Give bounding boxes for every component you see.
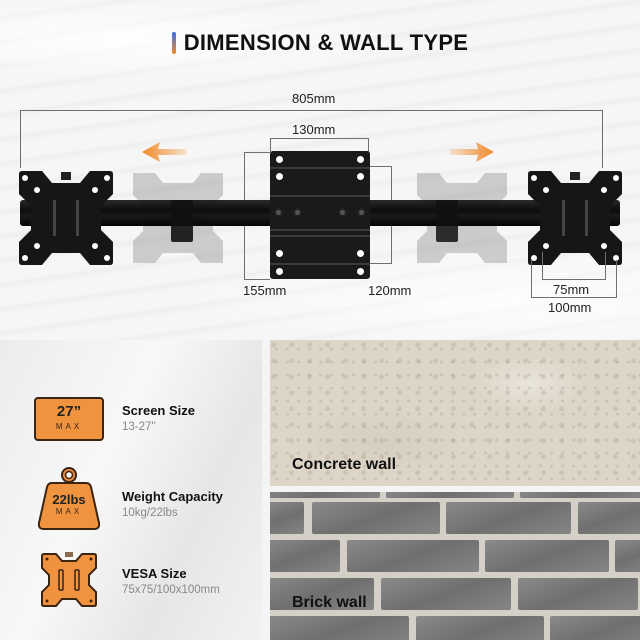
vesa-75-label: 75mm bbox=[553, 282, 590, 297]
plate-width-dimension-line bbox=[270, 138, 369, 152]
weight-icon bbox=[37, 467, 101, 530]
feature-screen-size: 27” MAX Screen Size 13-27'' bbox=[0, 395, 262, 465]
vesa-size-value: 75x75/100x100mm bbox=[122, 584, 220, 596]
feature-vesa-size: VESA Size 75x75/100x100mm bbox=[0, 548, 262, 618]
feature-weight-capacity: 22lbs MAX Weight Capacity 10kg/22lbs bbox=[0, 465, 262, 535]
ghost-vesa-plate-right-icon bbox=[417, 173, 507, 263]
title-text: DIMENSION & WALL TYPE bbox=[183, 30, 469, 55]
weight-capacity-label: Weight Capacity bbox=[122, 489, 223, 504]
wall-mount-plate bbox=[270, 151, 370, 279]
concrete-wall-label: Concrete wall bbox=[292, 456, 397, 473]
vesa-plate-left-icon bbox=[19, 171, 113, 265]
weight-icon-text: 22lbs MAX bbox=[34, 492, 104, 516]
features-panel: 27” MAX Screen Size 13-27'' 22lbs MAX We… bbox=[0, 340, 262, 640]
vesa-75-dimension-line bbox=[542, 252, 606, 280]
weight-badge-sub: MAX bbox=[55, 507, 83, 516]
title-accent-bar bbox=[171, 32, 176, 54]
concrete-wall-image: Concrete wall bbox=[270, 340, 640, 486]
vesa-100-label: 100mm bbox=[548, 300, 592, 315]
screen-size-badge-sub: MAX bbox=[55, 422, 83, 431]
section-title: DIMENSION & WALL TYPE bbox=[0, 30, 640, 56]
total-width-dimension-line bbox=[20, 110, 603, 168]
total-width-label: 805mm bbox=[292, 91, 336, 106]
brick-wall-image: Brick wall bbox=[270, 492, 640, 640]
plate-inner-height-label: 120mm bbox=[368, 283, 412, 298]
plate-width-label: 130mm bbox=[292, 122, 336, 137]
brick-wall-label: Brick wall bbox=[292, 594, 367, 611]
dimension-diagram-section: DIMENSION & WALL TYPE 805mm 130mm 155mm … bbox=[0, 0, 640, 340]
weight-badge-value: 22lbs bbox=[52, 492, 86, 507]
screen-size-badge-value: 27” bbox=[56, 403, 82, 420]
right-arrow-icon bbox=[450, 142, 494, 162]
ghost-clamp-left bbox=[171, 200, 193, 242]
screen-size-label: Screen Size bbox=[122, 403, 195, 418]
vesa-100-dimension-line bbox=[531, 260, 617, 298]
screen-size-badge-icon: 27” MAX bbox=[34, 397, 104, 441]
ghost-clamp-right bbox=[436, 200, 458, 242]
left-arrow-icon bbox=[142, 142, 186, 162]
plate-outer-height-label: 155mm bbox=[243, 283, 287, 298]
vesa-plate-icon bbox=[41, 552, 97, 607]
vesa-plate-right-icon bbox=[528, 171, 622, 265]
screen-size-value: 13-27'' bbox=[122, 421, 156, 433]
vesa-size-label: VESA Size bbox=[122, 566, 187, 581]
weight-capacity-value: 10kg/22lbs bbox=[122, 507, 178, 519]
